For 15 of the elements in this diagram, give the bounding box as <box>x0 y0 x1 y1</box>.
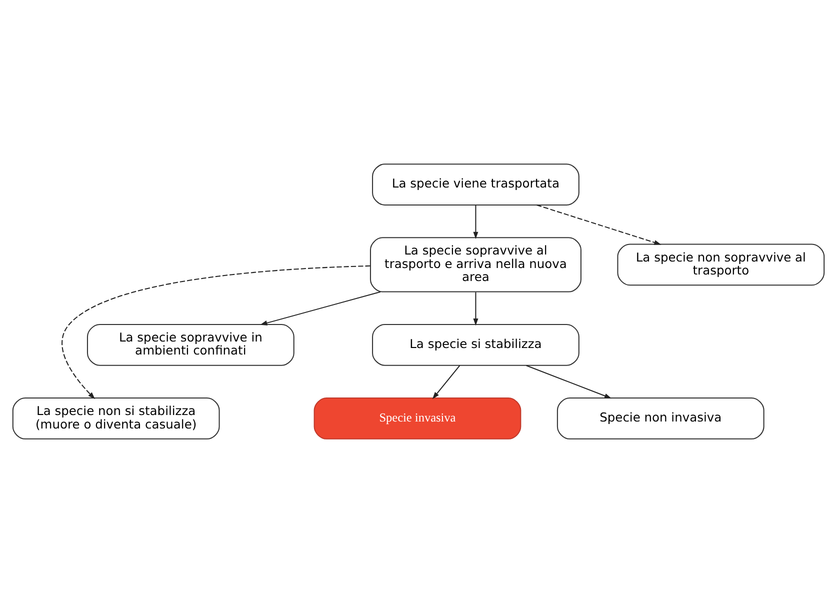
arrow <box>62 264 370 399</box>
node-box: La specie viene trasportata <box>372 163 580 205</box>
node-box: La specie non si stabilizza (muore o diventa casuale) <box>12 397 220 439</box>
arrow <box>432 364 460 399</box>
arrow <box>536 204 662 244</box>
arrow <box>473 204 478 239</box>
node-box: Specie invasiva <box>314 397 522 439</box>
arrow <box>473 292 478 326</box>
node-box: La specie non sopravvive al trasporto <box>617 243 825 286</box>
arrow <box>526 364 612 398</box>
node-box: Specie non invasiva <box>556 397 764 439</box>
node-box: La specie sopravvive in ambienti confinati <box>86 323 294 366</box>
node-box: La specie si stabilizza <box>372 323 580 366</box>
arrow <box>260 290 381 325</box>
node-box: La specie sopravvive al trasporto e arriva nella nuova area <box>370 236 582 292</box>
